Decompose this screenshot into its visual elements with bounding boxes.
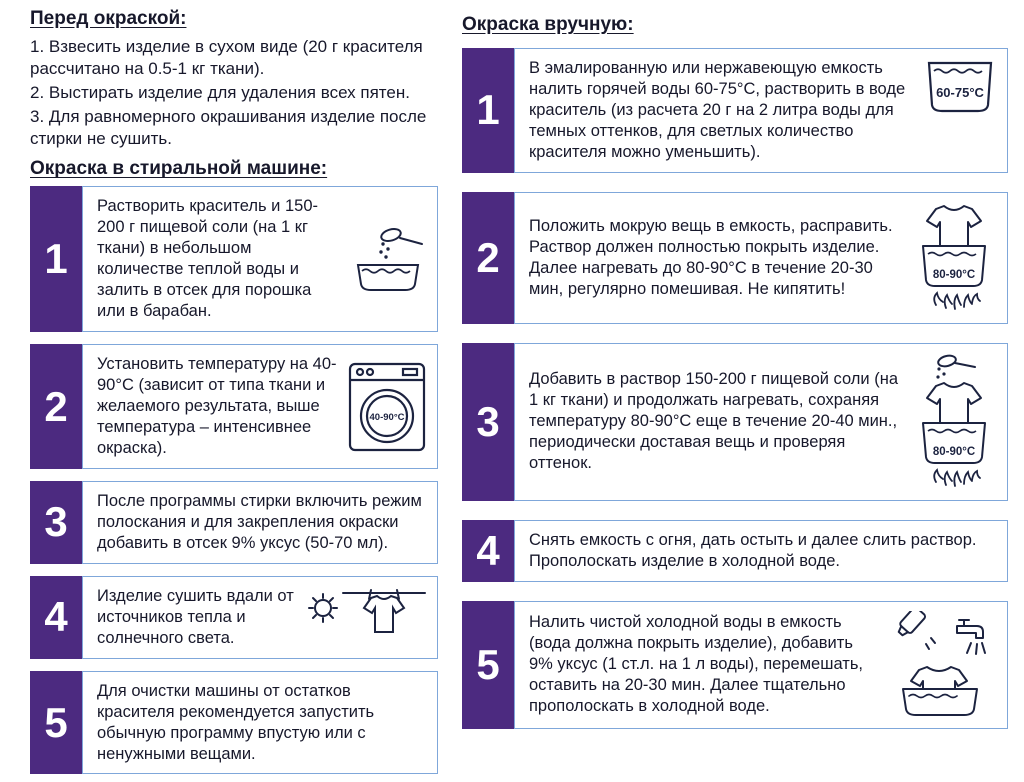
- step-instruction: Положить мокрую вещь в емкость, расправи…: [529, 216, 893, 298]
- hand-step-4: 4 Снять емкость с огня, дать остыть и да…: [462, 519, 1008, 582]
- pot-temp-label: 80-90°C: [933, 446, 975, 458]
- left-column: Перед окраской: 1. Взвесить изделие в су…: [30, 8, 438, 775]
- hand-step-1: 1 В эмалированную или нержавеющую емкост…: [462, 48, 1008, 173]
- step-number-tile: 4: [462, 519, 514, 582]
- step-instruction: Добавить в раствор 150-200 г пищевой сол…: [529, 370, 899, 473]
- hand-step-2: 2 Положить мокрую вещь в емкость, распра…: [462, 191, 1008, 324]
- step-instruction: Изделие сушить вдали от источников тепла…: [97, 586, 294, 647]
- step-box: Установить температуру на 40-90°C (завис…: [82, 344, 438, 469]
- step-box: Положить мокрую вещь в емкость, расправи…: [514, 191, 1008, 324]
- machine-section-title: Окраска в стиральной машине:: [30, 158, 328, 180]
- machine-step-5: 5 Для очистки машины от остатков красите…: [30, 670, 438, 775]
- machine-step-1: 1 Растворить краситель и 150-200 г пищев…: [30, 186, 438, 333]
- pre-dye-item: 1. Взвесить изделие в сухом виде (20 г к…: [30, 37, 423, 79]
- spoon-powder-bowl-icon: [349, 224, 427, 294]
- step-box: Для очистки машины от остатков красителя…: [82, 670, 438, 775]
- hand-step-3: 3 Добавить в раствор 150-200 г пищевой с…: [462, 342, 1008, 501]
- step-instruction: Снять емкость с огня, дать остыть и дале…: [529, 530, 977, 570]
- machine-temp-label: 40-90°C: [370, 412, 405, 423]
- step-instruction: Налить чистой холодной воды в емкость (в…: [529, 613, 864, 716]
- step-number-tile: 3: [30, 480, 82, 564]
- washing-machine-icon: 40-90°C: [347, 361, 427, 453]
- step-box: Налить чистой холодной воды в емкость (в…: [514, 600, 1008, 729]
- step-number-tile: 1: [462, 48, 514, 173]
- pot-temp-label: 60-75°C: [936, 85, 984, 100]
- step-number-tile: 5: [462, 600, 514, 729]
- step-number-tile: 3: [462, 342, 514, 501]
- pre-dye-section: Перед окраской: 1. Взвесить изделие в су…: [30, 8, 438, 150]
- machine-step-3: 3 После программы стирки включить режим …: [30, 480, 438, 564]
- step-instruction: Растворить краситель и 150-200 г пищевой…: [97, 197, 319, 321]
- step-box: Растворить краситель и 150-200 г пищевой…: [82, 186, 438, 333]
- step-instruction: В эмалированную или нержавеющую емкость …: [529, 59, 906, 161]
- step-number-tile: 5: [30, 670, 82, 775]
- step-box: Снять емкость с огня, дать остыть и дале…: [514, 519, 1008, 582]
- shirt-in-pot-flame-icon: 80-90°C: [911, 202, 997, 314]
- step-instruction: После программы стирки включить режим по…: [97, 491, 422, 552]
- hand-steps: 1 В эмалированную или нержавеющую емкост…: [462, 48, 1008, 729]
- right-column: Окраска вручную: 1 В эмалированную или н…: [462, 8, 1008, 774]
- step-box: Изделие сушить вдали от источников тепла…: [82, 575, 438, 659]
- sun-clothesline-shirt-icon: [307, 586, 427, 648]
- hand-section-title: Окраска вручную:: [462, 14, 634, 35]
- step-instruction: Установить температуру на 40-90°C (завис…: [97, 355, 337, 457]
- pot-temp-label: 80-90°C: [933, 269, 975, 281]
- hand-step-5: 5 Налить чистой холодной воды в емкость …: [462, 600, 1008, 729]
- bottle-faucet-rinse-icon: [885, 610, 997, 719]
- step-number-tile: 4: [30, 575, 82, 659]
- pot-temperature-icon: 60-75°C: [923, 58, 997, 116]
- pre-dye-title: Перед окраской:: [30, 8, 187, 29]
- machine-step-2: 2 Установить температуру на 40-90°C (зав…: [30, 344, 438, 469]
- spoon-shirt-in-pot-flame-icon: 80-90°C: [911, 353, 997, 491]
- machine-step-4: 4 Изделие сушить вдали от источников теп…: [30, 575, 438, 659]
- pre-dye-item: 3. Для равномерного окрашивания изделие …: [30, 107, 427, 149]
- pre-dye-item: 2. Выстирать изделие для удаления всех п…: [30, 83, 410, 103]
- step-instruction: Для очистки машины от остатков красителя…: [97, 681, 375, 763]
- step-box: В эмалированную или нержавеющую емкость …: [514, 48, 1008, 173]
- step-box: Добавить в раствор 150-200 г пищевой сол…: [514, 342, 1008, 501]
- step-box: После программы стирки включить режим по…: [82, 480, 438, 564]
- step-number-tile: 1: [30, 186, 82, 333]
- machine-steps: 1 Растворить краситель и 150-200 г пищев…: [30, 186, 438, 775]
- step-number-tile: 2: [462, 191, 514, 324]
- step-number-tile: 2: [30, 344, 82, 469]
